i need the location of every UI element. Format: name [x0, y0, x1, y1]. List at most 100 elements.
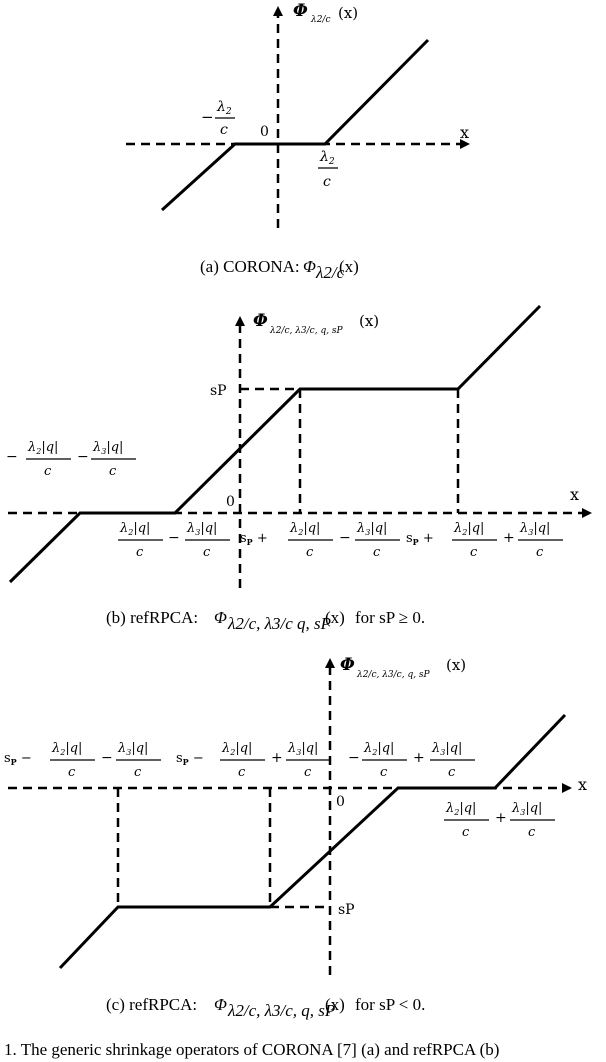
svg-text:+: +	[495, 810, 507, 826]
svg-text:+: +	[271, 750, 283, 766]
panel-b-caption-arg: (x)	[325, 608, 345, 627]
svg-text:λ3|q|: λ3|q|	[92, 440, 123, 456]
svg-text:sP +: sP +	[240, 531, 268, 547]
svg-text:c: c	[238, 765, 246, 780]
panel-c-tick-2-label: sP − λ2|q| c + λ3|q| c	[176, 741, 331, 780]
panel-b-tick-3-label: sP + λ2|q| c + λ3|q| c	[406, 521, 563, 560]
footer-text: 1. The generic shrinkage operators of CO…	[4, 1040, 499, 1059]
panel-c-caption-prefix: (c) refRPCA:	[106, 995, 197, 1014]
panel-a-y-sub: λ2/c	[310, 15, 331, 25]
panel-b-x-label: x	[570, 485, 579, 504]
svg-text:−: −	[168, 530, 180, 546]
panel-a-plot: Φ λ2/c (x) x 0 − λ2 c λ2 c	[126, 1, 470, 228]
panel-b-y-label: Φ	[253, 311, 268, 331]
svg-text:λ2: λ2	[319, 149, 335, 167]
panel-a-caption: (a) CORONA: Φ λ2/c (x)	[200, 257, 359, 282]
panel-c-caption-func: Φ	[214, 995, 227, 1014]
svg-text:−: −	[6, 449, 18, 465]
svg-text:sP −: sP −	[4, 751, 32, 767]
svg-text:c: c	[136, 545, 144, 560]
panel-b-caption-suffix: for sP ≥ 0.	[355, 608, 425, 627]
svg-text:−: −	[339, 530, 351, 546]
svg-text:λ3|q|: λ3|q|	[511, 801, 542, 817]
panel-a-right-threshold-label: λ2 c	[318, 149, 338, 190]
panel-c-tick-1-label: sP − λ2|q| c − λ3|q| c	[4, 741, 161, 780]
svg-text:λ2|q|: λ2|q|	[119, 521, 150, 537]
panel-c-y-sub: λ2/c, λ3/c, q, sP	[356, 670, 431, 680]
svg-text:c: c	[470, 545, 478, 560]
svg-text:c: c	[448, 765, 456, 780]
panel-b-tick-1-label: λ2|q| c − λ3|q| c	[118, 521, 230, 560]
svg-text:λ3|q|: λ3|q|	[519, 521, 550, 537]
panel-c-caption-sub: λ2/c, λ3/c, q, sP	[227, 1001, 335, 1020]
panel-a-caption-prefix: (a) CORONA:	[200, 257, 300, 276]
panel-c-origin: 0	[336, 794, 345, 810]
panel-a-x-label: x	[460, 123, 469, 142]
svg-text:λ2|q|: λ2|q|	[51, 741, 82, 757]
svg-text:λ3|q|: λ3|q|	[356, 521, 387, 537]
svg-text:c: c	[134, 765, 142, 780]
panel-a-caption-func: Φ	[303, 257, 316, 276]
panel-b-tick-2-label: sP + λ2|q| c − λ3|q| c	[240, 521, 400, 560]
panel-c-sp-label: sP	[338, 902, 355, 918]
svg-text:λ2|q|: λ2|q|	[363, 741, 394, 757]
svg-text:c: c	[68, 765, 76, 780]
svg-text:−: −	[348, 750, 360, 766]
svg-text:λ2|q|: λ2|q|	[289, 521, 320, 537]
panel-b-sp-label: sP	[210, 383, 227, 399]
svg-text:−: −	[201, 108, 214, 126]
panel-a-left-threshold-label: − λ2 c	[201, 99, 235, 138]
svg-text:λ3|q|: λ3|q|	[186, 521, 217, 537]
svg-text:λ3|q|: λ3|q|	[287, 741, 318, 757]
svg-text:λ3|q|: λ3|q|	[431, 741, 462, 757]
panel-a-threshold-curve	[160, 38, 430, 212]
panel-c-tick-right-label: λ2|q| c + λ3|q| c	[444, 801, 555, 840]
svg-text:c: c	[306, 545, 314, 560]
panel-c-caption: (c) refRPCA: Φ λ2/c, λ3/c, q, sP (x) for…	[106, 995, 425, 1020]
svg-text:+: +	[503, 530, 515, 546]
svg-text:c: c	[462, 825, 470, 840]
panel-b-caption: (b) refRPCA: Φ λ2/c, λ3/c q, sP (x) for …	[106, 608, 425, 633]
svg-text:c: c	[380, 765, 388, 780]
svg-text:λ3|q|: λ3|q|	[117, 741, 148, 757]
panel-b-threshold-curve	[8, 304, 542, 584]
svg-text:c: c	[323, 174, 331, 190]
svg-text:λ2: λ2	[216, 99, 232, 117]
panel-b-left-tick-label: − λ2|q| c − λ3|q| c	[6, 440, 136, 479]
svg-text:c: c	[528, 825, 536, 840]
panel-b-caption-func: Φ	[214, 608, 227, 627]
panel-c-caption-suffix: for sP < 0.	[355, 995, 425, 1014]
panel-c-threshold-curve	[58, 713, 567, 970]
svg-text:c: c	[304, 765, 312, 780]
panel-a-caption-arg: (x)	[339, 257, 359, 276]
svg-text:c: c	[44, 464, 52, 479]
panel-a-y-label: Φ	[293, 1, 308, 21]
svg-text:λ2|q|: λ2|q|	[27, 440, 58, 456]
panel-b-y-arg: (x)	[359, 312, 379, 330]
svg-text:λ2|q|: λ2|q|	[453, 521, 484, 537]
panel-c-tick-3-label: − λ2|q| c + λ3|q| c	[348, 741, 475, 780]
panel-b-origin: 0	[226, 494, 235, 510]
panel-b-y-sub: λ2/c, λ3/c, q, sP	[269, 326, 344, 336]
svg-text:c: c	[536, 545, 544, 560]
panel-b-caption-prefix: (b) refRPCA:	[106, 608, 198, 627]
svg-text:c: c	[373, 545, 381, 560]
svg-text:c: c	[109, 464, 117, 479]
svg-text:c: c	[203, 545, 211, 560]
svg-text:sP +: sP +	[406, 531, 434, 547]
svg-text:λ2|q|: λ2|q|	[221, 741, 252, 757]
panel-c-y-label: Φ	[340, 655, 355, 675]
svg-text:−: −	[101, 750, 113, 766]
panel-b-caption-sub: λ2/c, λ3/c q, sP	[227, 614, 331, 633]
svg-text:−: −	[77, 449, 89, 465]
panel-c-caption-arg: (x)	[325, 995, 345, 1014]
panel-c-x-label: x	[578, 775, 587, 794]
svg-text:sP −: sP −	[176, 751, 204, 767]
panel-b-plot: Φ λ2/c, λ3/c, q, sP (x) x 0 sP − λ2|q| c…	[6, 304, 592, 588]
panel-a-origin: 0	[260, 124, 269, 140]
panel-a-caption-sub: λ2/c	[315, 263, 345, 282]
panel-c-plot: Φ λ2/c, λ3/c, q, sP (x) x 0 sP sP − λ2|q…	[4, 655, 587, 975]
svg-text:c: c	[220, 122, 228, 138]
svg-text:+: +	[413, 750, 425, 766]
svg-text:λ2|q|: λ2|q|	[445, 801, 476, 817]
